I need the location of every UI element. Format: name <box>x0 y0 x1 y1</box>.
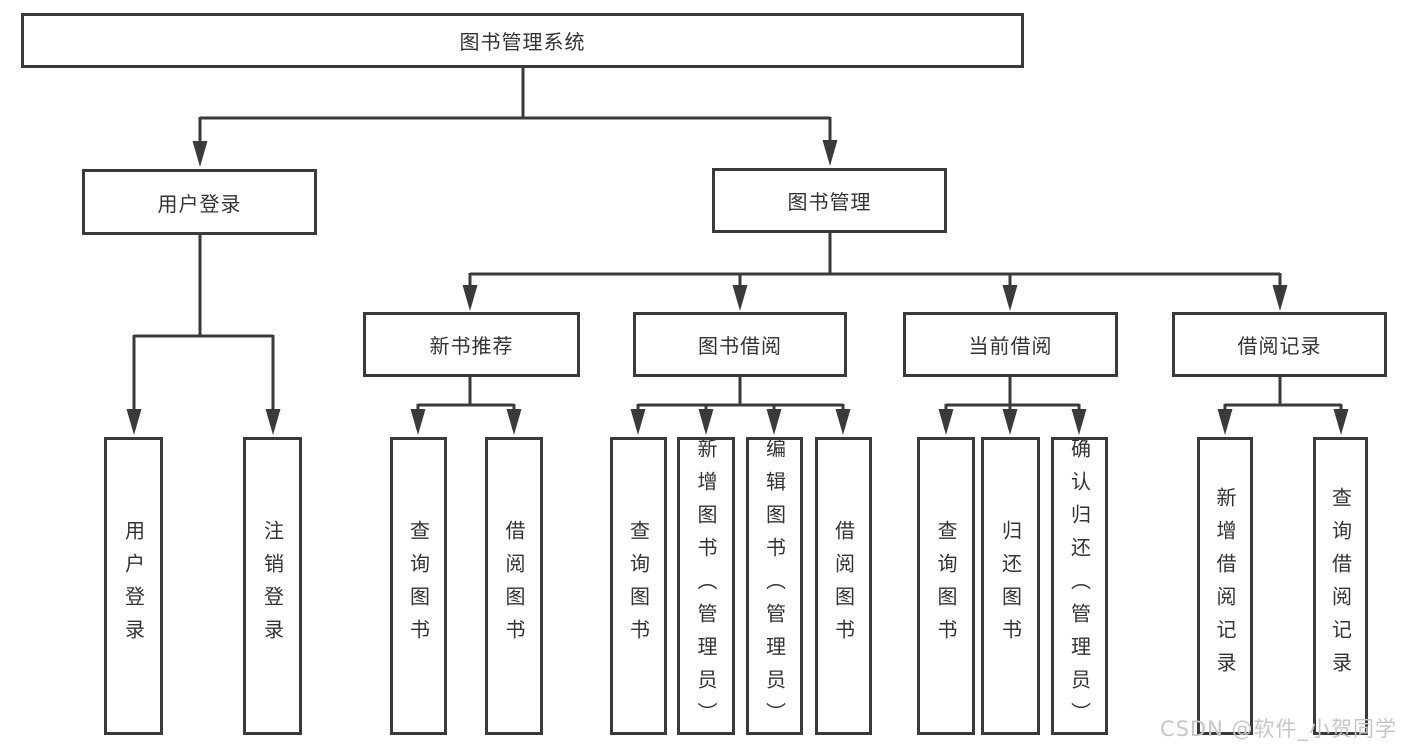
connector-mgmt-to-level3 <box>468 233 1282 292</box>
node-leaf-edit-book-admin: 编辑图书（管理员） <box>746 437 803 735</box>
node-user-login-label: 用户登录 <box>157 191 242 216</box>
leaf-label: 编辑图书（管理员） <box>762 437 787 735</box>
node-current-borrow-label: 当前借阅 <box>968 334 1053 358</box>
connector-recommend-to-leaves <box>416 377 516 416</box>
node-leaf-add-book-admin: 新增图书（管理员） <box>677 437 735 735</box>
node-book-management-label: 图书管理 <box>787 190 872 214</box>
node-new-book-recommend: 新书推荐 <box>363 312 580 377</box>
node-current-borrow: 当前借阅 <box>903 312 1118 377</box>
connector-root-to-level2 <box>198 68 832 148</box>
node-leaf-borrow-books-recommend: 借阅图书 <box>485 437 543 735</box>
connector-records-to-leaves <box>1223 377 1343 416</box>
watermark-text: CSDN @软件_小贺同学 <box>1159 717 1397 741</box>
node-book-management: 图书管理 <box>712 168 947 233</box>
node-book-borrow: 图书借阅 <box>633 312 847 377</box>
node-leaf-query-borrow-record: 查询借阅记录 <box>1313 437 1368 735</box>
node-borrow-records-label: 借阅记录 <box>1237 334 1322 358</box>
leaf-label: 注销登录 <box>260 520 285 652</box>
node-leaf-borrow-books: 借阅图书 <box>815 437 872 735</box>
node-root-label: 图书管理系统 <box>459 30 586 54</box>
node-leaf-confirm-return-admin: 确认归还（管理员） <box>1051 437 1108 735</box>
node-root: 图书管理系统 <box>21 13 1024 68</box>
leaf-label: 查询图书 <box>626 520 651 652</box>
node-leaf-query-books-recommend: 查询图书 <box>390 437 447 735</box>
connector-login-to-leaves <box>132 235 275 416</box>
leaf-label: 新增图书（管理员） <box>694 437 718 735</box>
node-leaf-logout: 注销登录 <box>243 437 302 735</box>
leaf-label: 确认归还（管理员） <box>1067 437 1092 735</box>
node-book-borrow-label: 图书借阅 <box>698 334 782 358</box>
leaf-label: 查询借阅记录 <box>1328 487 1353 685</box>
node-leaf-query-books-current: 查询图书 <box>917 437 975 735</box>
leaf-label: 查询图书 <box>934 520 958 652</box>
leaf-label: 借阅图书 <box>502 520 526 652</box>
node-new-book-recommend-label: 新书推荐 <box>429 334 514 358</box>
leaf-label: 借阅图书 <box>831 520 856 652</box>
leaf-label: 查询图书 <box>406 520 431 652</box>
node-leaf-add-borrow-record: 新增借阅记录 <box>1197 437 1253 735</box>
node-borrow-records: 借阅记录 <box>1172 312 1387 377</box>
arrowheads <box>126 140 1349 435</box>
node-leaf-return-book: 归还图书 <box>981 437 1040 735</box>
node-leaf-user-login: 用户登录 <box>104 437 163 735</box>
node-leaf-query-books-borrow: 查询图书 <box>610 437 667 735</box>
node-user-login: 用户登录 <box>82 169 317 235</box>
leaf-label: 归还图书 <box>998 520 1023 652</box>
leaf-label: 用户登录 <box>121 520 146 652</box>
leaf-label: 新增借阅记录 <box>1213 487 1237 685</box>
connector-borrow-to-leaves <box>636 377 845 416</box>
